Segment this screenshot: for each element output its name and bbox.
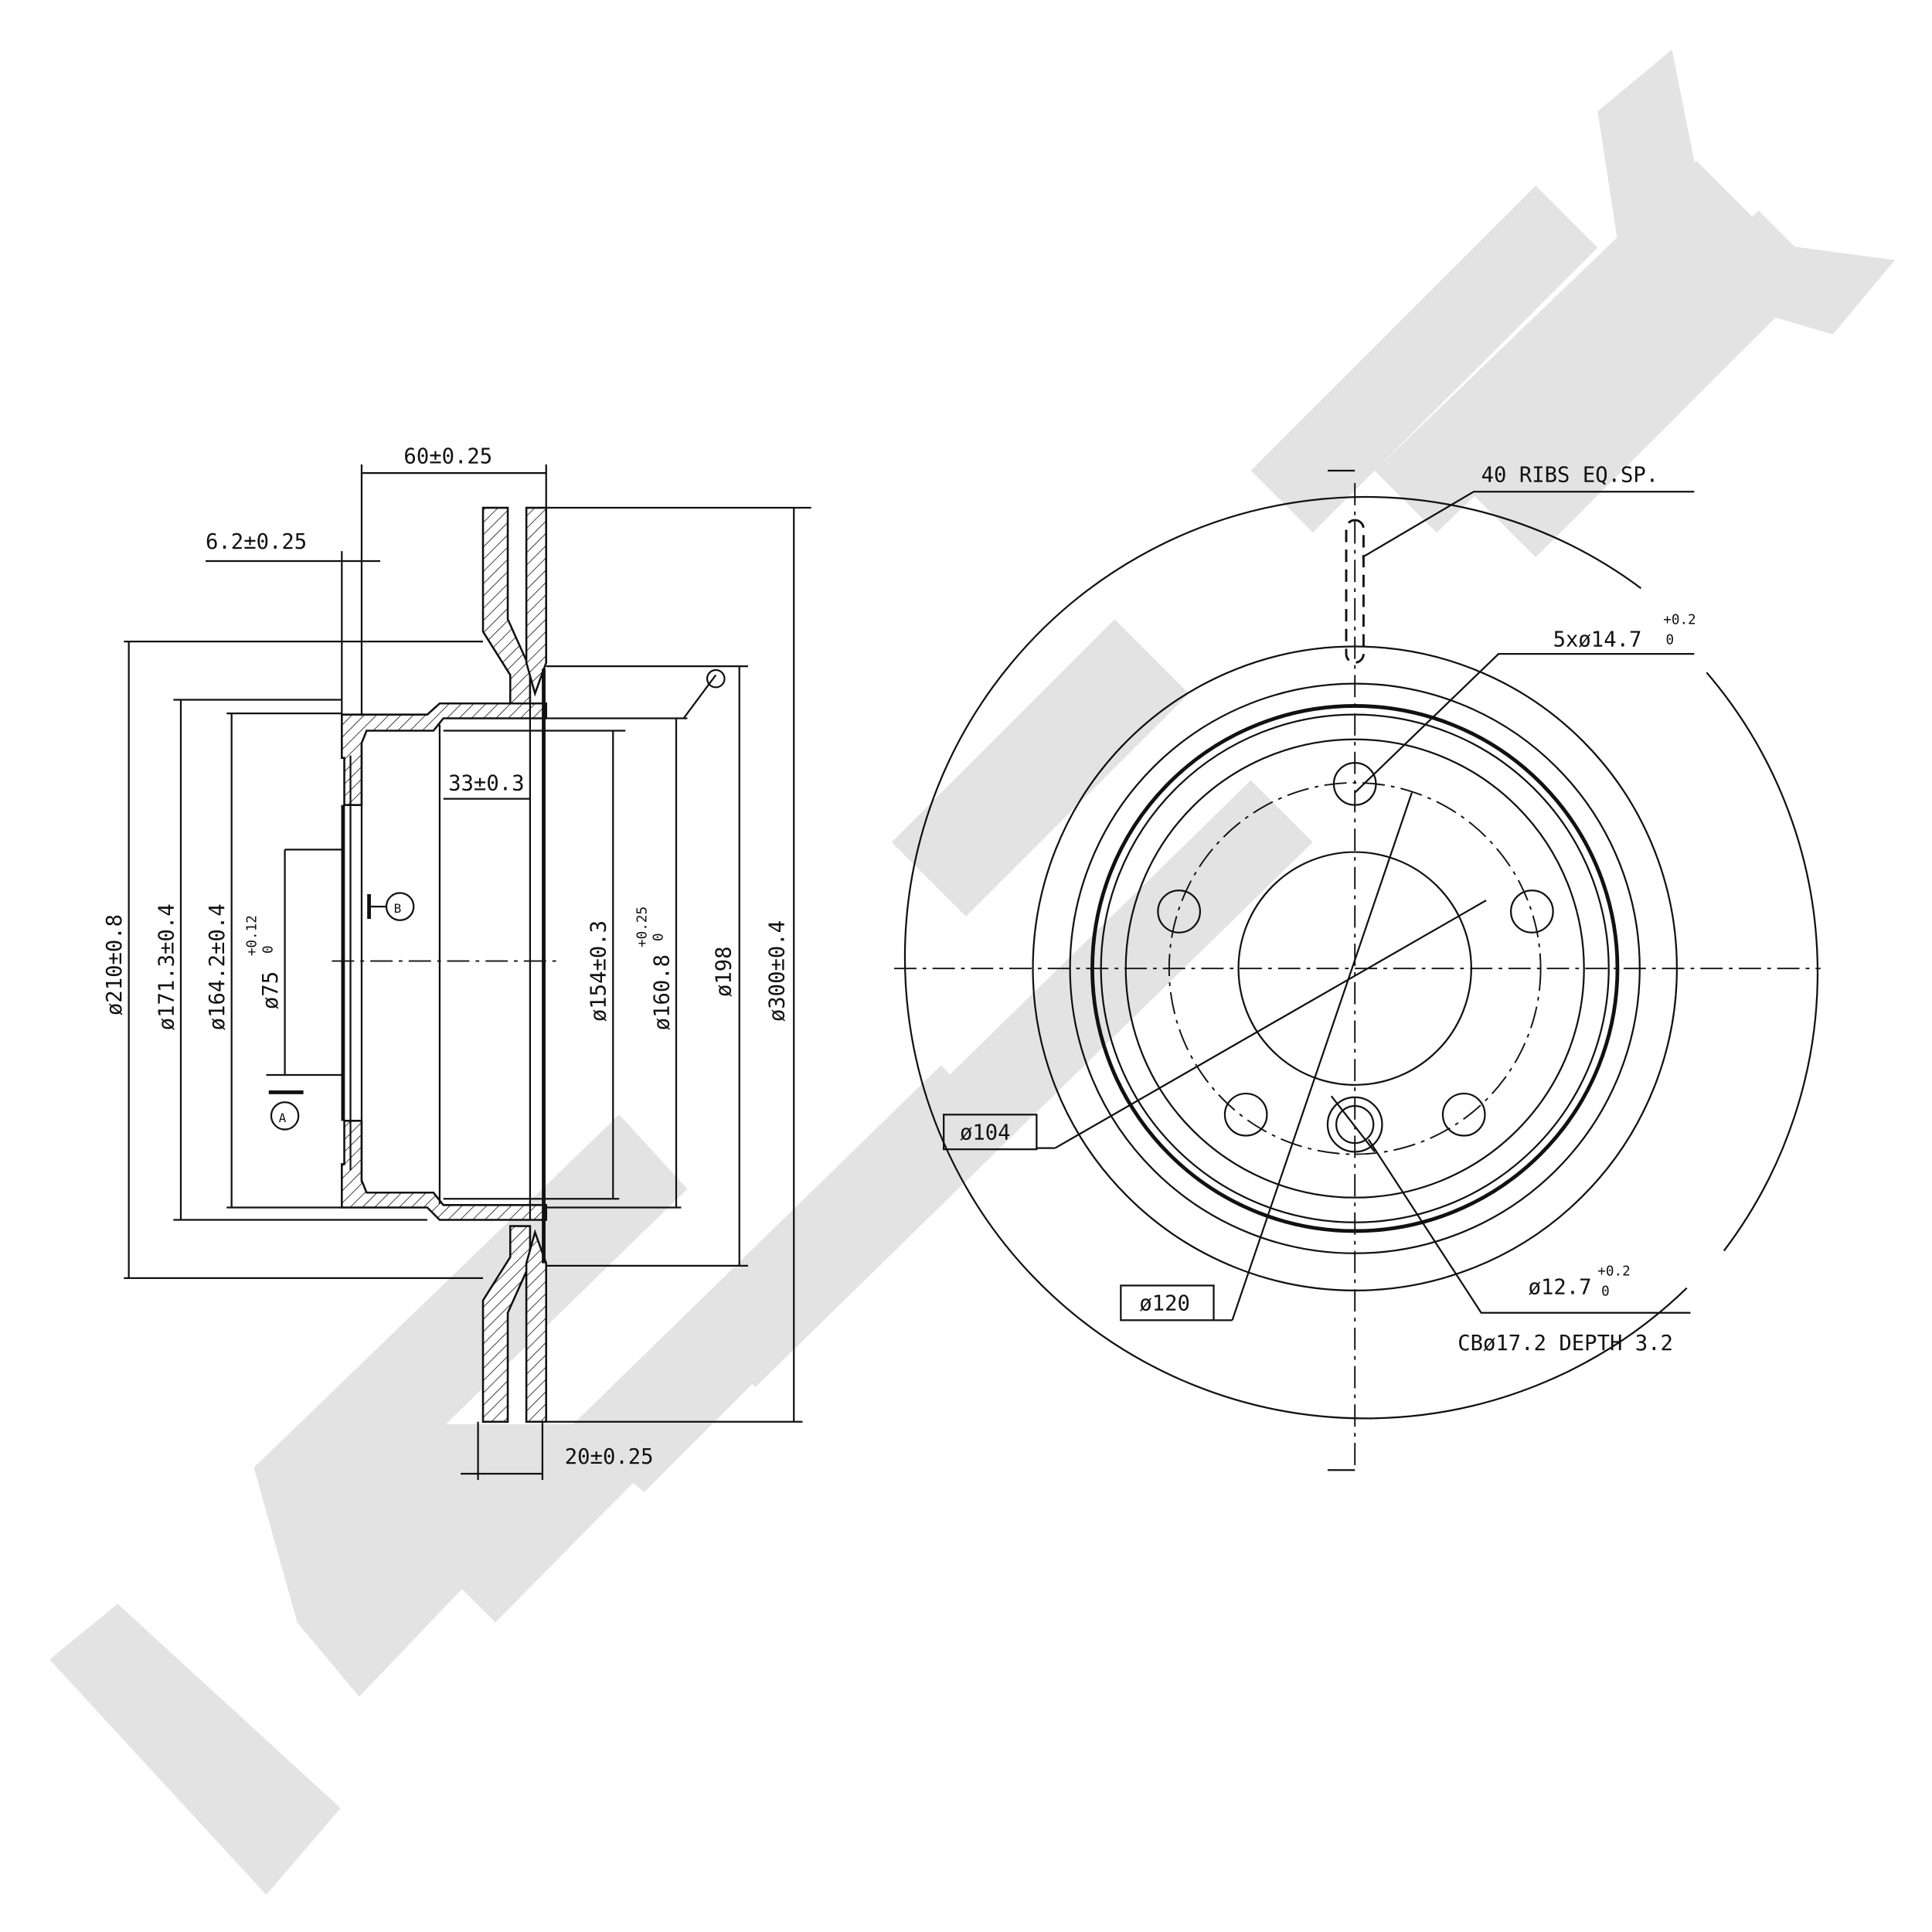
svg-text:A: A [279, 1111, 287, 1125]
svg-text:+0.2: +0.2 [1597, 1264, 1630, 1280]
dim-d75-tol-upper: +0.12 [245, 915, 260, 956]
svg-text:+0.2: +0.2 [1663, 613, 1696, 628]
ribs-note: 40 RIBS EQ.SP. [1481, 463, 1659, 487]
front-view: 40 RIBS EQ.SP. 5xø14.7 +0.2 0 ø104 ø120 … [894, 463, 1821, 1471]
pcd-box-104: ø104 [943, 1114, 1056, 1151]
dim-inner-depth: 33±0.3 [448, 771, 524, 795]
pin-hole-label: ø12.7 [1529, 1276, 1592, 1300]
dim-d171: ø171.3±0.4 [155, 903, 179, 1030]
dim-d300: ø300±0.4 [765, 920, 789, 1022]
bolt-holes-label: 5xø14.7 [1553, 628, 1642, 652]
bolt-holes [1157, 762, 1554, 1153]
watermark-logo [49, 49, 1895, 1895]
dim-d210: ø210±0.8 [103, 914, 127, 1015]
svg-text:ø104: ø104 [960, 1121, 1011, 1145]
dim-overall-height: 60±0.25 [403, 444, 492, 468]
dim-d154: ø154±0.3 [587, 920, 611, 1022]
dim-d160: ø160.8 [650, 954, 674, 1030]
dim-d160-tol-upper: +0.25 [635, 906, 651, 947]
dim-d198: ø198 [713, 946, 736, 997]
pcd-box-120: ø120 [1120, 1284, 1233, 1321]
svg-text:0: 0 [1665, 632, 1674, 648]
counterbore-note: CBø17.2 DEPTH 3.2 [1458, 1332, 1673, 1355]
dim-d75: ø75 [259, 971, 283, 1009]
datum-b: B [367, 892, 415, 921]
datum-a: A [268, 1090, 304, 1131]
dim-hat-thickness: 6.2±0.25 [206, 530, 307, 554]
svg-text:B: B [394, 901, 402, 916]
dim-d75-tol-lower: 0 [261, 945, 277, 954]
dim-d160-tol-lower: 0 [651, 933, 666, 941]
dim-disc-thickness: 20±0.25 [565, 1445, 654, 1469]
svg-text:0: 0 [1601, 1284, 1610, 1299]
side-view: 60±0.25 6.2±0.25 33±0.3 20±0.25 A [103, 444, 811, 1481]
runout-symbol [706, 668, 726, 689]
svg-text:ø120: ø120 [1139, 1292, 1190, 1316]
dim-d164: ø164.2±0.4 [206, 903, 230, 1030]
